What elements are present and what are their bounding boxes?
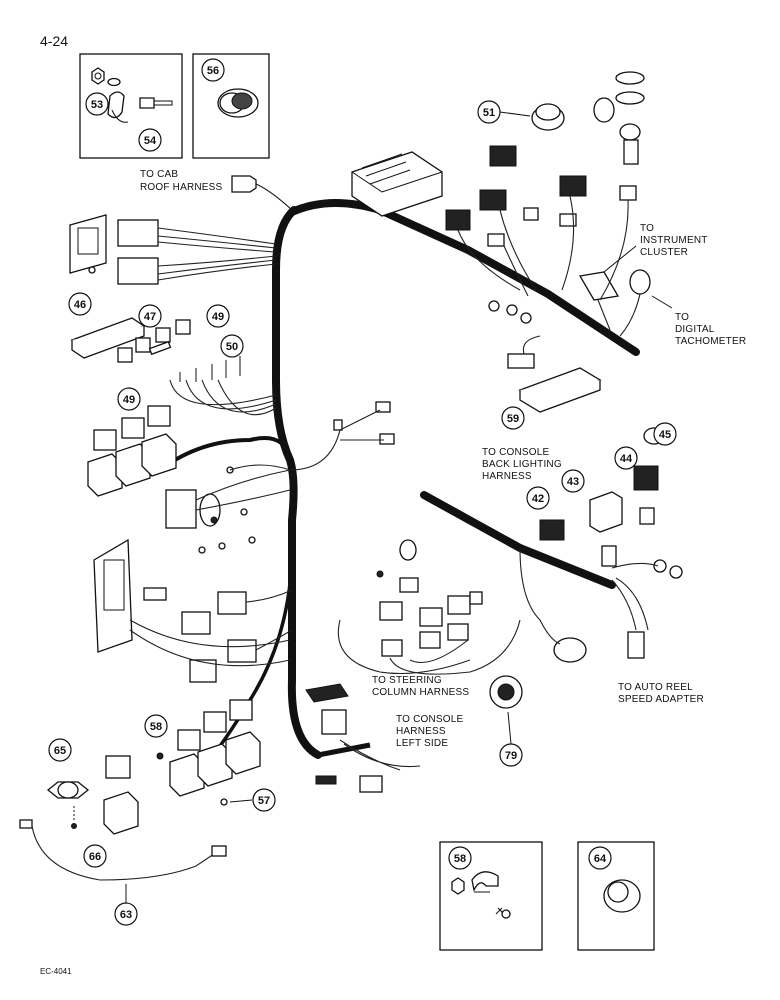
leader-instrument <box>603 245 637 273</box>
callout-54: 54 <box>138 128 162 152</box>
top-right-switches <box>351 71 651 337</box>
console-left-connectors <box>305 683 421 793</box>
footer-code: EC-4041 <box>40 967 72 976</box>
main-harness-trunk <box>272 206 322 759</box>
callout-51: 51 <box>477 100 501 124</box>
label-console-back-3: HARNESS <box>482 471 532 482</box>
leader-57 <box>229 799 253 803</box>
callout-49-lower: 49 <box>117 387 141 411</box>
svg-text:53: 53 <box>91 99 103 111</box>
callout-79: 79 <box>499 743 523 767</box>
label-auto-reel-1: TO AUTO REEL <box>618 682 693 693</box>
svg-text:58: 58 <box>454 853 466 865</box>
label-console-back-1: TO CONSOLE <box>482 447 550 458</box>
callout-42: 42 <box>526 486 550 510</box>
leader-tach <box>651 295 673 309</box>
inset-box-hardware-53-54 <box>79 53 183 159</box>
label-console-left-1: TO CONSOLE <box>396 714 464 725</box>
callout-46: 46 <box>68 292 92 316</box>
svg-text:49: 49 <box>123 394 135 406</box>
svg-text:45: 45 <box>659 429 671 441</box>
upper-harness-branch <box>288 199 640 356</box>
label-to-instrument-3: CLUSTER <box>640 247 688 258</box>
callout-47: 47 <box>138 304 162 328</box>
callout-59: 59 <box>501 406 525 430</box>
svg-text:47: 47 <box>144 311 156 323</box>
callout-50: 50 <box>220 334 244 358</box>
label-to-instrument-2: INSTRUMENT <box>640 235 708 246</box>
inset-box-clamp-58 <box>439 841 543 951</box>
label-console-back-2: BACK LIGHTING <box>482 459 562 470</box>
svg-text:64: 64 <box>594 853 607 865</box>
label-to-tach-1: TO <box>675 312 689 323</box>
label-steering-2: COLUMN HARNESS <box>372 687 469 698</box>
page-number: 4-24 <box>40 33 68 49</box>
lower-right-components <box>489 427 683 709</box>
leader-51 <box>499 111 531 117</box>
callout-65: 65 <box>48 738 72 762</box>
leader-79 <box>507 711 512 745</box>
callout-57: 57 <box>252 788 276 812</box>
svg-text:49: 49 <box>212 311 224 323</box>
module-59 <box>507 335 602 413</box>
svg-text:66: 66 <box>89 851 101 863</box>
electronic-module-left <box>93 538 293 683</box>
callout-66: 66 <box>83 844 107 868</box>
label-console-left-2: HARNESS <box>396 726 446 737</box>
cab-roof-connector <box>231 175 293 211</box>
callout-58-inset: 58 <box>448 846 472 870</box>
label-to-tach-3: TACHOMETER <box>675 336 746 347</box>
relay-branch-harness <box>158 436 294 472</box>
steering-switch-group <box>337 539 521 675</box>
label-to-instrument-1: TO <box>640 223 654 234</box>
svg-text:65: 65 <box>54 745 66 757</box>
label-auto-reel-2: SPEED ADAPTER <box>618 694 704 705</box>
callout-64: 64 <box>588 846 612 870</box>
upper-left-module <box>69 214 277 285</box>
svg-text:42: 42 <box>532 493 544 505</box>
relay-cluster-lower <box>103 699 261 835</box>
callout-49-upper: 49 <box>206 304 230 328</box>
svg-text:46: 46 <box>74 299 86 311</box>
callout-58-lower: 58 <box>144 714 168 738</box>
inset-box-grommet-56 <box>192 53 270 159</box>
callout-44: 44 <box>614 446 638 470</box>
svg-text:51: 51 <box>483 107 495 119</box>
callout-43: 43 <box>561 469 585 493</box>
label-console-left-3: LEFT SIDE <box>396 738 448 749</box>
svg-text:56: 56 <box>207 65 219 77</box>
center-pigtails <box>289 401 395 471</box>
label-to-cab-line1: TO CAB <box>140 169 178 180</box>
callout-45: 45 <box>653 422 677 446</box>
callout-63: 63 <box>114 902 138 926</box>
svg-text:43: 43 <box>567 476 579 488</box>
svg-text:50: 50 <box>226 341 238 353</box>
label-to-cab-line2: ROOF HARNESS <box>140 182 223 193</box>
svg-text:44: 44 <box>620 453 633 465</box>
callout-56: 56 <box>201 58 225 82</box>
svg-text:54: 54 <box>144 135 157 147</box>
central-solenoid-area <box>165 464 291 554</box>
callout-53: 53 <box>85 92 109 116</box>
lower-harness-branch <box>420 491 616 589</box>
svg-text:57: 57 <box>258 795 270 807</box>
sensor-65-and-lead-63 <box>19 781 227 881</box>
svg-text:58: 58 <box>150 721 162 733</box>
label-to-tach-2: DIGITAL <box>675 324 715 335</box>
label-steering-1: TO STEERING <box>372 675 442 686</box>
fuse-panel-46 <box>70 317 277 416</box>
svg-text:63: 63 <box>120 909 132 921</box>
svg-text:79: 79 <box>505 750 517 762</box>
inset-box-grommet-64 <box>577 841 655 951</box>
relay-cluster-upper <box>87 405 177 497</box>
svg-text:59: 59 <box>507 413 519 425</box>
